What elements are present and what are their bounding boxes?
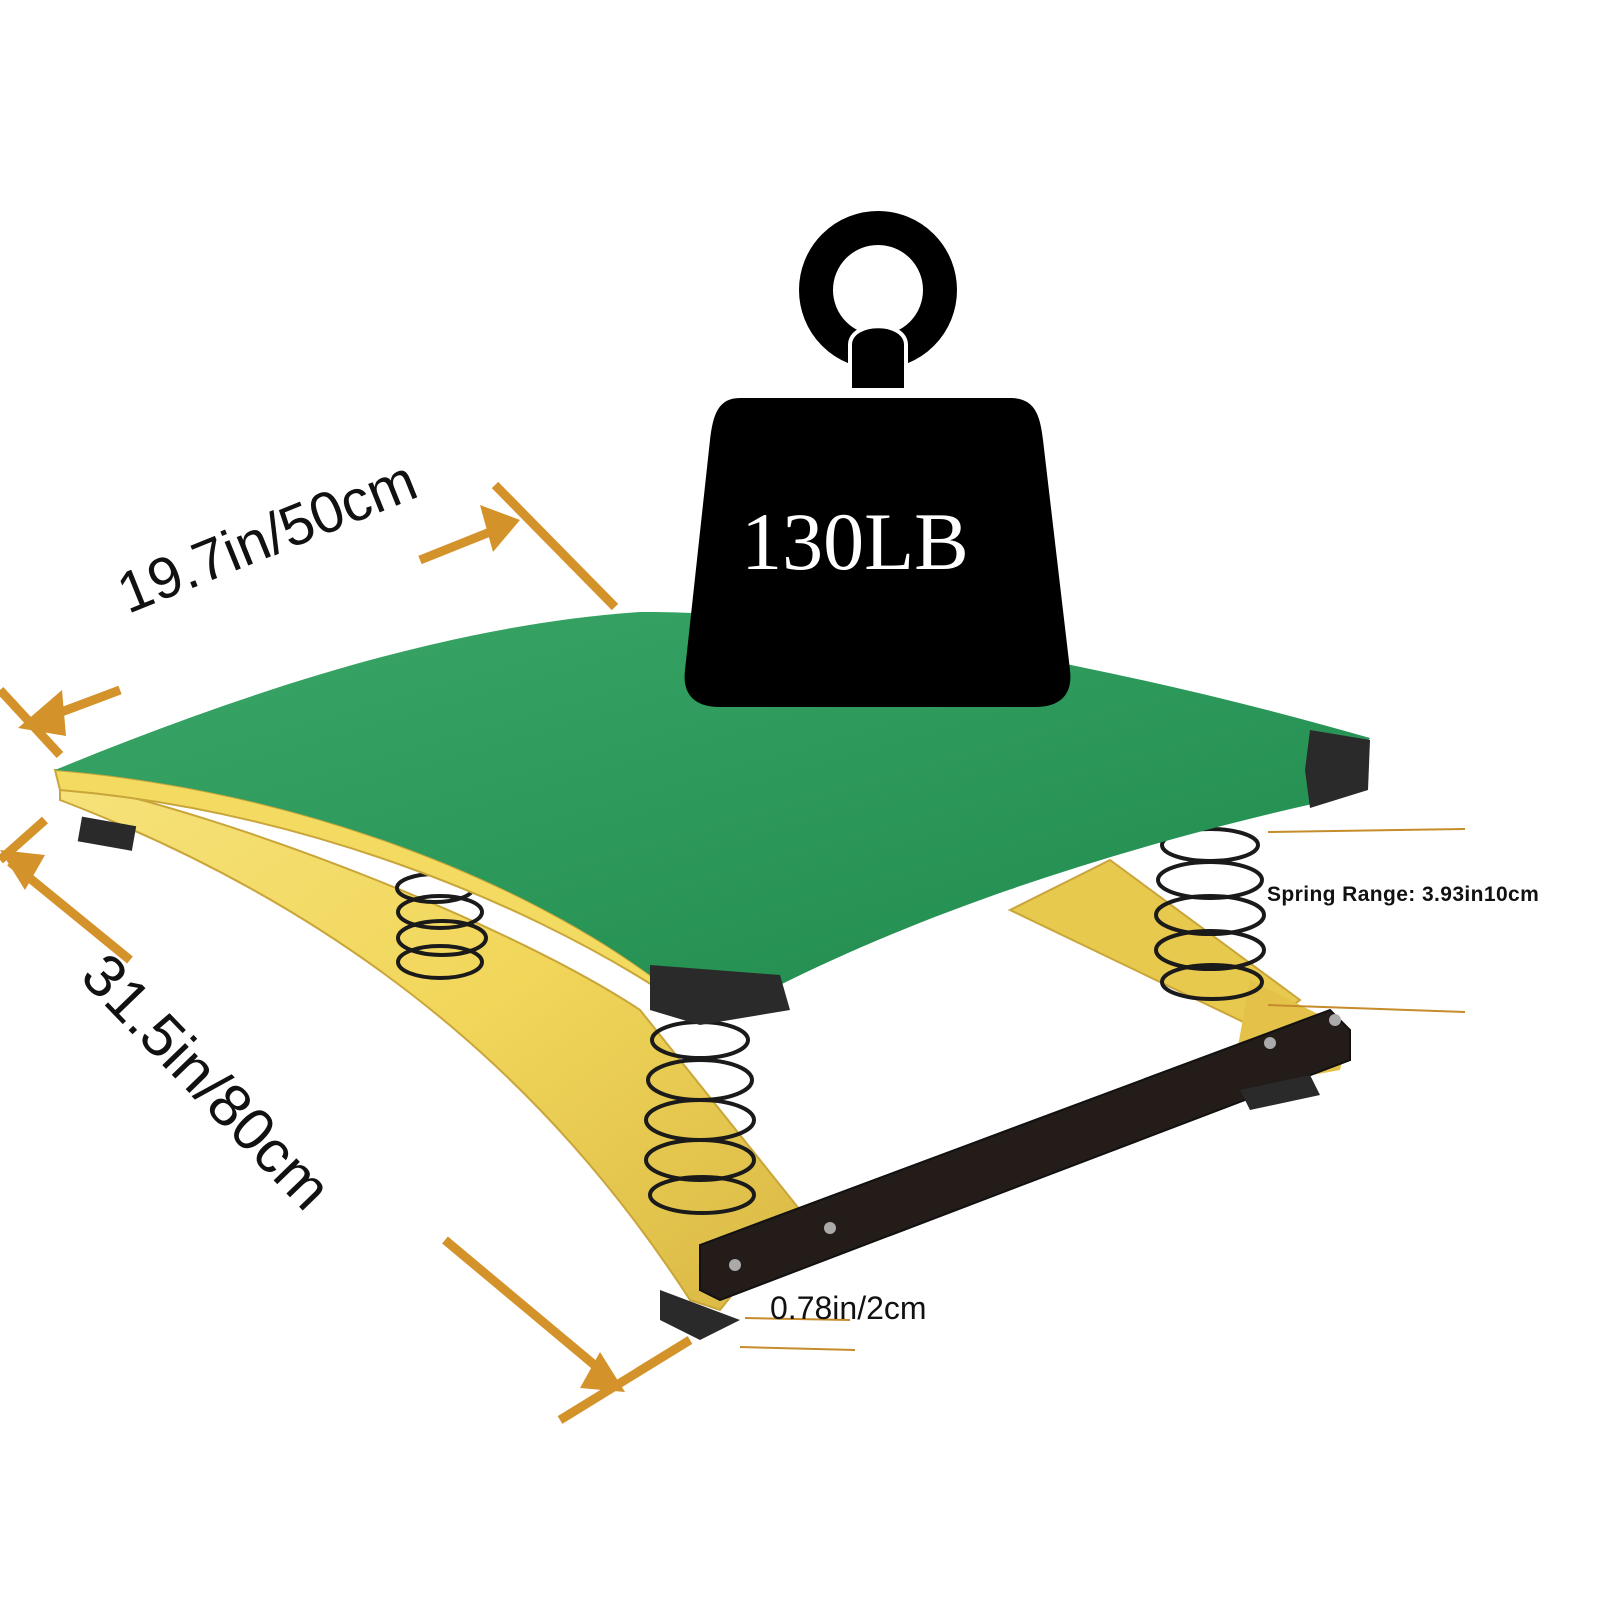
base-frame: [59, 778, 1351, 1340]
spring-range-label: Spring Range: 3.93in10cm: [1267, 883, 1540, 906]
corner-cap: [650, 965, 790, 1025]
weight-label: 130LB: [741, 496, 969, 587]
dimension-lines: [0, 481, 693, 1424]
corner-cap: [1305, 730, 1370, 808]
thickness-dimension-label: 0.78in/2cm: [770, 1290, 927, 1326]
weight-icon: [684, 211, 1071, 707]
spring-front-left: [644, 1020, 756, 1215]
leader-lines: [739, 828, 1466, 1351]
